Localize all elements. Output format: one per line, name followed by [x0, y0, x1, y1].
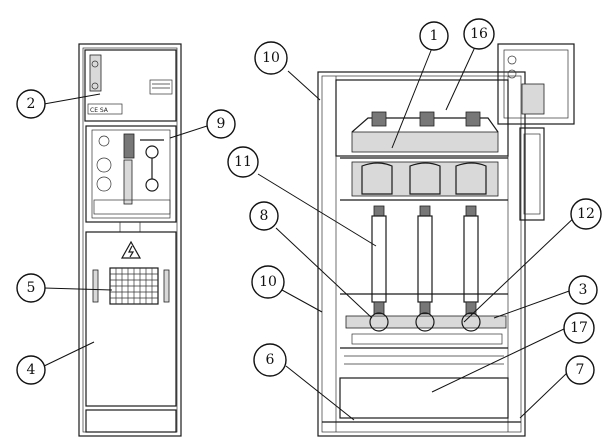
fuse-column-1: [371, 205, 387, 315]
callout-16: 16: [463, 18, 495, 50]
callout-5: 5: [16, 273, 46, 303]
svg-text:1: 1: [430, 28, 439, 44]
callout-6: 6: [253, 343, 287, 377]
fuse-housings: [351, 161, 499, 197]
callout-9: 9: [206, 109, 236, 139]
callout-7: 7: [565, 355, 595, 385]
high-voltage-warning-icon: [120, 240, 142, 259]
callout-8: 8: [249, 201, 279, 231]
panel-tag: CE SA: [90, 107, 109, 114]
low-voltage-box: [497, 43, 575, 125]
leader-lines: [39, 46, 579, 421]
front-view-cabinet: CE SA: [78, 43, 182, 437]
mechanism-compartment: [85, 125, 177, 223]
svg-text:12: 12: [577, 206, 595, 222]
side-view-cabinet: [317, 43, 575, 437]
callout-10-top: 10: [254, 41, 288, 75]
svg-text:7: 7: [576, 362, 585, 378]
svg-text:17: 17: [570, 320, 588, 336]
callout-1: 1: [419, 21, 449, 51]
svg-text:10: 10: [259, 274, 277, 290]
callout-11: 11: [227, 146, 259, 178]
busbar-compartment: [335, 79, 509, 157]
instrument-compartment: [84, 49, 177, 122]
cabinet-base: [85, 409, 177, 433]
inspection-window-grid: [109, 267, 159, 305]
svg-text:3: 3: [579, 282, 588, 298]
fuse-column-2: [417, 205, 433, 315]
callout-2: 2: [16, 89, 46, 119]
svg-text:4: 4: [27, 362, 36, 378]
callout-4: 4: [16, 355, 46, 385]
svg-text:9: 9: [217, 116, 226, 132]
fuse-column-3: [463, 205, 479, 315]
callout-3: 3: [568, 275, 598, 305]
svg-text:2: 2: [27, 96, 36, 112]
cable-compartment: [339, 377, 509, 419]
svg-text:6: 6: [266, 352, 275, 368]
callout-17: 17: [563, 312, 595, 344]
callout-12: 12: [570, 198, 602, 230]
switch-body: [351, 131, 499, 153]
svg-text:8: 8: [260, 208, 269, 224]
svg-text:16: 16: [470, 26, 488, 42]
svg-text:10: 10: [262, 50, 280, 66]
earthing-switch-bar: [345, 315, 507, 329]
svg-text:5: 5: [27, 280, 36, 296]
callout-10-bottom: 10: [251, 265, 285, 299]
cable-compartment-door: [85, 231, 177, 407]
svg-text:11: 11: [234, 154, 252, 170]
